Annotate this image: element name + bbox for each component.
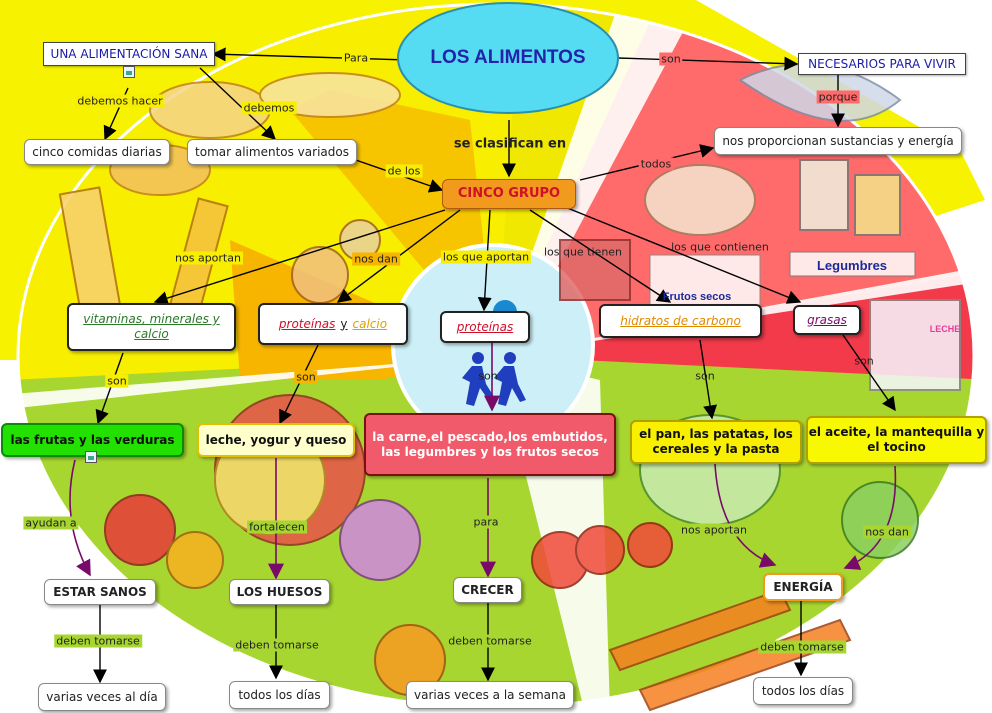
leche-illustration-label: LECHE — [930, 324, 961, 334]
image-attachment-icon[interactable] — [123, 66, 135, 78]
node-proteinas[interactable]: proteínas — [440, 311, 530, 343]
node-label: NECESARIOS PARA VIVIR — [808, 56, 956, 71]
node-necesarios-para-vivir[interactable]: NECESARIOS PARA VIVIR — [798, 53, 966, 75]
link-label-nos-aportan-energia: nos aportan — [679, 523, 749, 537]
frutos-secos-illustration-label: Frutos secos — [663, 291, 731, 303]
link-label-los-que-aportan: los que aportan — [440, 250, 532, 264]
node-estar-sanos[interactable]: ESTAR SANOS — [44, 579, 156, 605]
legumbres-illustration-label: Legumbres — [817, 258, 887, 273]
node-cinco-comidas[interactable]: cinco comidas diarias — [24, 139, 170, 165]
node-proteinas-calcio[interactable]: proteínas y calcio — [258, 303, 408, 345]
link-label-fortalecen: fortalecen — [247, 520, 307, 534]
node-vitaminas[interactable]: vitaminas, minerales y calcio — [67, 303, 236, 351]
link-label-ayudan-a: ayudan a — [23, 516, 79, 530]
node-cinco-grupo[interactable]: CINCO GRUPO — [442, 179, 576, 209]
node-label: vitaminas, minerales y calcio — [83, 312, 220, 341]
node-energia[interactable]: ENERGÍA — [763, 573, 843, 601]
node-sustancias-energia[interactable]: nos proporcionan sustancias y energía — [714, 127, 962, 155]
node-crecer[interactable]: CRECER — [453, 577, 522, 603]
link-label-para-crecer: para — [471, 515, 501, 529]
node-pan-patatas[interactable]: el pan, las patatas, los cereales y la p… — [630, 420, 802, 464]
link-label-los-que-contienen: los que contienen — [671, 240, 769, 254]
node-label-y: y — [340, 316, 348, 331]
node-label: grasas — [807, 312, 847, 327]
map-title: LOS ALIMENTOS — [430, 47, 586, 68]
node-aceite-mantequilla[interactable]: el aceite, la mantequilla y el tocino — [806, 416, 987, 464]
title-oval — [397, 2, 619, 114]
image-attachment-icon[interactable] — [85, 451, 97, 463]
node-todos-dias-1[interactable]: todos los días — [229, 681, 330, 709]
node-alimentos-variados[interactable]: tomar alimentos variados — [187, 139, 357, 165]
node-label-proteinas: proteínas — [278, 316, 336, 331]
link-label-son: son — [659, 52, 683, 66]
link-label-son-grasas: son — [854, 354, 874, 368]
link-label-deben-tomarse-1: deben tomarse — [54, 634, 142, 648]
link-label-son-vitaminas: son — [105, 374, 129, 388]
node-leche-yogur-queso[interactable]: leche, yogur y queso — [197, 423, 355, 457]
node-varias-veces-dia[interactable]: varias veces al día — [38, 683, 166, 711]
link-label-debemos: debemos — [241, 101, 297, 115]
link-label-son-hidratos: son — [695, 369, 715, 383]
link-label-los-que-tienen: los que tienen — [543, 245, 623, 259]
node-los-huesos[interactable]: LOS HUESOS — [229, 579, 330, 605]
link-label-nos-dan-energia: nos dan — [863, 525, 911, 539]
link-label-nos-dan: nos dan — [352, 252, 400, 266]
link-label-deben-tomarse-4: deben tomarse — [758, 640, 846, 654]
node-todos-dias-2[interactable]: todos los días — [753, 677, 853, 705]
node-alimentacion-sana[interactable]: UNA ALIMENTACIÓN SANA — [43, 42, 215, 66]
link-label-deben-tomarse-3: deben tomarse — [446, 634, 534, 648]
node-grasas[interactable]: grasas — [793, 305, 861, 335]
node-label: proteínas — [456, 319, 514, 334]
link-label-debemos-hacer: debemos hacer — [75, 94, 165, 108]
link-label-de-los: de los — [385, 164, 423, 178]
link-label-deben-tomarse-2: deben tomarse — [233, 638, 321, 652]
node-label-calcio: calcio — [352, 316, 388, 331]
link-label-se-clasifican: se clasifican en — [453, 136, 567, 152]
node-label: hidratos de carbono — [620, 313, 741, 328]
link-label-todos: todos — [638, 157, 674, 171]
link-label-para: Para — [341, 51, 371, 65]
node-label: UNA ALIMENTACIÓN SANA — [50, 46, 208, 61]
node-hidratos[interactable]: hidratos de carbono — [599, 304, 762, 338]
link-label-son-proteinas-calcio: son — [294, 370, 318, 384]
link-label-porque: porque — [816, 90, 860, 104]
node-carne-pescado[interactable]: la carne,el pescado,los embutidos, las l… — [364, 413, 616, 476]
link-label-nos-aportan: nos aportan — [173, 251, 243, 265]
link-label-son-proteinas: son — [478, 369, 498, 383]
node-varias-veces-semana[interactable]: varias veces a la semana — [406, 681, 574, 709]
